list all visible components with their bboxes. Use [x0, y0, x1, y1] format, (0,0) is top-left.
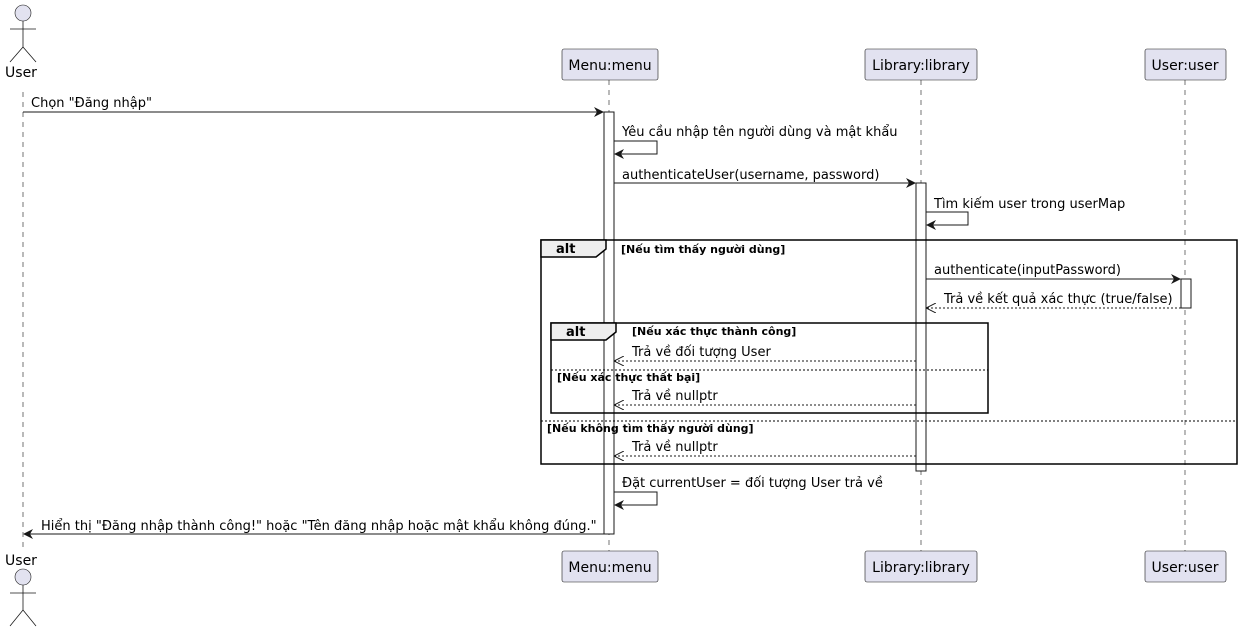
actor-user-top: User [5, 4, 37, 81]
participant-menu-label-bottom: Menu:menu [568, 560, 651, 576]
message-arrow-search-user [926, 211, 969, 230]
message-return-auth-result: Trả về kết quả xác thực (true/false) [943, 292, 1173, 307]
alt-fragment-outer: alt [Nếu tìm thấy người dùng] [Nếu không… [540, 239, 1238, 465]
participant-library-label-bottom: Library:library [872, 560, 970, 576]
message-return-nullptr-auth-fail: Trả về nullptr [631, 389, 718, 404]
activation-user-object [1180, 278, 1192, 309]
participant-library-bottom: Library:library [864, 550, 978, 583]
participant-user-object-bottom: User:user [1144, 550, 1227, 583]
outer-alt-guard-not-found: [Nếu không tìm thấy người dùng] [547, 422, 754, 435]
message-authenticate-password: authenticate(inputPassword) [934, 263, 1121, 278]
message-arrow-set-current-user [614, 491, 658, 510]
inner-alt-guard-success: [Nếu xác thực thành công] [632, 325, 796, 338]
message-display-result: Hiển thị "Đăng nhập thành công!" hoặc "T… [41, 519, 597, 534]
message-set-current-user: Đặt currentUser = đối tượng User trả về [622, 476, 883, 491]
outer-alt-keyword: alt [556, 242, 575, 257]
participant-user-object-label-bottom: User:user [1152, 560, 1219, 576]
message-search-user: Tìm kiếm user trong userMap [933, 197, 1125, 212]
message-return-nullptr-not-found: Trả về nullptr [631, 440, 718, 455]
participant-user-object-label: User:user [1152, 58, 1219, 74]
participant-library-top: Library:library [864, 48, 978, 81]
actor-head [14, 4, 32, 22]
actor-user-label-bottom: User [5, 553, 37, 569]
participant-menu-bottom: Menu:menu [561, 550, 659, 583]
message-select-login: Chọn "Đăng nhập" [31, 96, 152, 111]
participant-menu-top: Menu:menu [561, 48, 659, 81]
message-return-user-object: Trả về đối tượng User [631, 345, 771, 360]
participant-user-object-top: User:user [1144, 48, 1227, 81]
message-arrow-request-credentials [614, 140, 658, 159]
activation-library [915, 182, 927, 472]
actor-user-bottom: User [5, 553, 37, 627]
inner-alt-keyword: alt [566, 325, 585, 340]
message-request-credentials: Yêu cầu nhập tên người dùng và mật khẩu [621, 125, 898, 140]
outer-alt-guard-found: [Nếu tìm thấy người dùng] [621, 243, 785, 256]
actor-head-bottom [14, 568, 32, 586]
alt-fragment-inner: alt [Nếu xác thực thành công] [Nếu xác t… [550, 322, 989, 414]
message-authenticate-user: authenticateUser(username, password) [622, 168, 879, 183]
participant-menu-label: Menu:menu [568, 58, 651, 74]
inner-alt-guard-failure: [Nếu xác thực thất bại] [557, 371, 700, 384]
actor-user-label: User [5, 65, 37, 81]
participant-library-label: Library:library [872, 58, 970, 74]
